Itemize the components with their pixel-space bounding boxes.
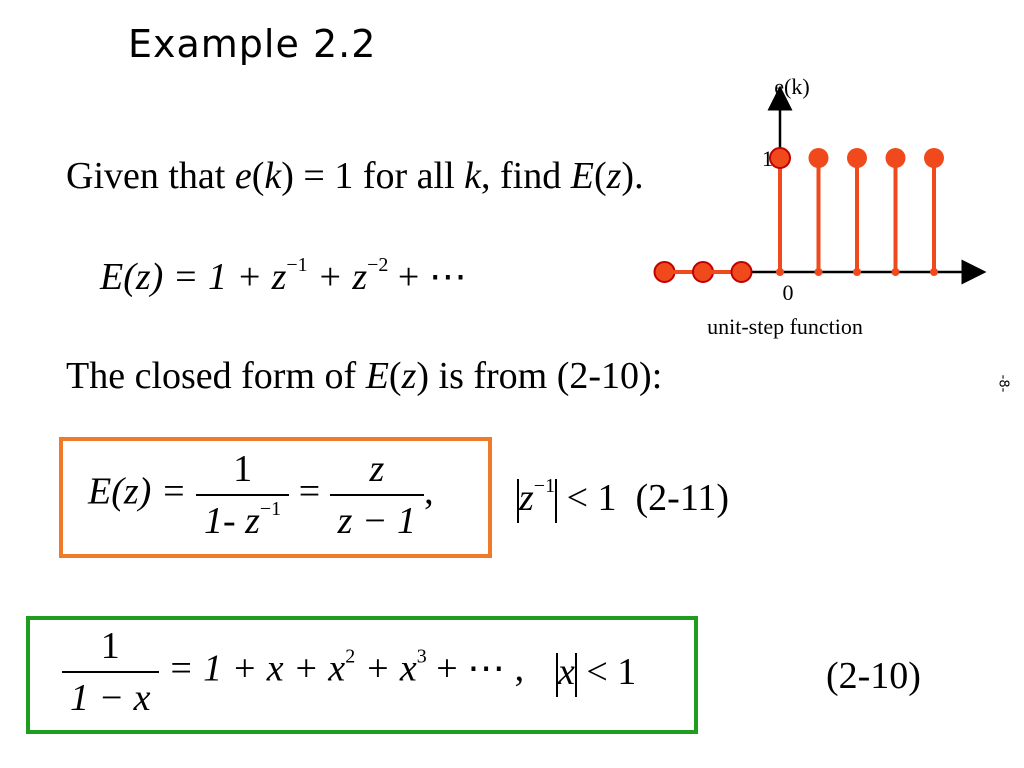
slide-title: Example 2.2 <box>128 22 377 66</box>
stem-marks <box>653 147 944 283</box>
cond-rhs: < 1 <box>557 477 617 519</box>
eq211-fraction-2: z z − 1 <box>329 447 425 543</box>
closed-form-post: is from (2-10): <box>429 355 663 397</box>
eq210-rhs: = 1 + x + x <box>158 647 346 690</box>
eq211-comma: , <box>424 470 434 513</box>
series-equation: E(z) = 1 + z−1 + z−2 + ⋯ <box>100 254 467 299</box>
stem-foot <box>930 268 938 276</box>
equation-2-10: 1 1 − x = 1 + x + x2 + x3 + ⋯ , <box>62 624 524 720</box>
series-plus: + z <box>307 256 368 298</box>
y-tick-label: 1 <box>762 146 773 171</box>
abs-bar-x-right <box>574 653 577 698</box>
given-text-2: = 1 for all <box>293 155 465 197</box>
given-text-3: , find <box>481 155 571 197</box>
var-E: E <box>570 155 594 197</box>
origin-label: 0 <box>783 280 794 305</box>
eq210-exp-3: 3 <box>416 645 427 668</box>
eq211-frac1-den-text: 1- z <box>203 500 260 542</box>
series-lhs: E(z) = 1 + z <box>100 256 287 298</box>
page-marker: -8- <box>995 374 1011 393</box>
stem-foot <box>776 268 784 276</box>
stem-point <box>808 148 829 168</box>
var-k-2: k <box>464 155 482 197</box>
equation-2-11: E(z) = 1 1- z−1 = z z − 1 , <box>88 447 434 543</box>
stem-foot <box>891 268 900 276</box>
given-statement: Given that e(k) = 1 for all k, find E(z)… <box>66 155 644 197</box>
eq210-exp-2: 2 <box>345 645 356 668</box>
var-k: k <box>264 155 282 197</box>
eq211-fraction-1: 1 1- z−1 <box>195 447 290 543</box>
cond-z: z <box>519 477 534 519</box>
chart-caption: unit-step function <box>707 314 863 339</box>
given-text: Given that <box>66 155 235 197</box>
series-exp-2: −2 <box>367 254 389 276</box>
var-z: z <box>606 155 622 197</box>
equation-2-10-label: (2-10) <box>826 655 921 697</box>
stem-point <box>847 148 867 168</box>
abs-bar-left <box>517 479 519 524</box>
equation-2-10-box <box>26 616 698 734</box>
closed-var-z: z <box>401 355 417 397</box>
stem-foot <box>814 268 823 276</box>
eq210-frac-num: 1 <box>100 625 120 667</box>
stem-point <box>885 148 906 168</box>
eq210-tail: + ⋯ , <box>426 647 525 690</box>
eq211-lhs: E(z) = <box>88 470 196 513</box>
series-exp-1: −1 <box>286 254 308 276</box>
stem-point <box>730 261 753 283</box>
eq210-fraction: 1 1 − x <box>62 624 159 720</box>
eq211-frac1-den-exp: −1 <box>259 498 282 520</box>
cond-x: x <box>558 651 575 693</box>
var-e: e <box>234 155 252 197</box>
eq210-frac-den: 1 − x <box>62 671 159 720</box>
eq211-frac2-num: z <box>369 448 385 490</box>
equation-2-11-label: (2-11) <box>635 477 730 519</box>
stem-point <box>924 148 944 168</box>
given-end: . <box>634 155 644 197</box>
eq211-frac2-den: z − 1 <box>329 494 425 543</box>
equation-2-10-condition: x < 1 <box>556 650 637 698</box>
closed-var-E: E <box>365 355 389 397</box>
eq210-plus-x: + x <box>355 647 417 690</box>
equation-2-11-condition: z−1 < 1 (2-11) <box>517 475 730 524</box>
stem-point <box>769 147 791 169</box>
y-axis-label: e(k) <box>774 74 809 99</box>
unit-step-chart: e(k) 1 0 unit-step function <box>653 74 987 339</box>
abs-bar-x-left <box>556 653 558 698</box>
equation-2-11-box <box>59 437 492 558</box>
cond-x-rhs: < 1 <box>576 651 637 693</box>
cond-z-exp: −1 <box>533 475 556 497</box>
closed-form-pre: The closed form of <box>66 355 366 397</box>
stem-foot <box>853 268 861 276</box>
eq211-frac1-den: 1- z−1 <box>195 494 290 543</box>
eq211-equals: = <box>298 470 330 513</box>
eq211-frac1-num: 1 <box>233 448 253 490</box>
abs-bar-right <box>555 479 558 524</box>
series-tail: + ⋯ <box>388 256 467 298</box>
closed-form-statement: The closed form of E(z) is from (2-10): <box>66 355 663 397</box>
